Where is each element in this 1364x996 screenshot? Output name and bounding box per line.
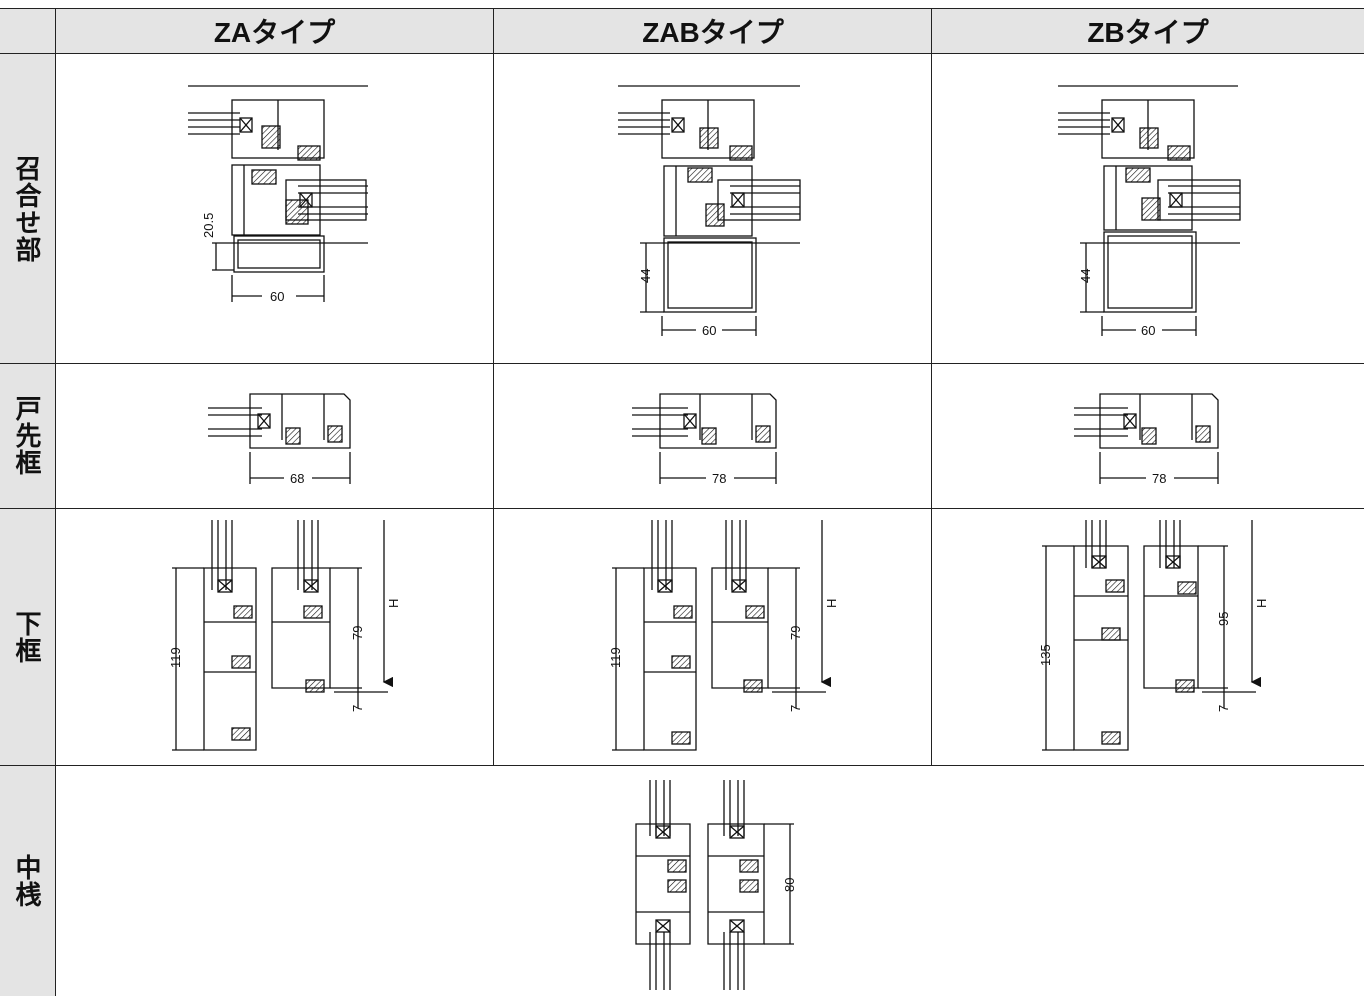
dim-door-edge-zab-width: 78 (712, 471, 726, 486)
dim-meeting-zab-height: 44 (638, 269, 653, 283)
grid-line (0, 765, 1364, 766)
dim-bottom-rail-zab-inner: 79 (788, 626, 803, 640)
column-header-zb: ZBタイプ (932, 8, 1364, 54)
dim-meeting-zab-width: 60 (702, 323, 716, 338)
dim-meeting-za-height: 20.5 (201, 213, 216, 238)
drawing-bottom-rail-za (172, 520, 394, 751)
drawing-bottom-rail-zb (1042, 520, 1262, 751)
drawing-door-edge-zab (632, 393, 777, 484)
row-header-mid-rail: 中桟 (0, 765, 55, 996)
row-header-meeting: 召合せ部 (0, 54, 55, 363)
dim-bottom-rail-za-gap: 7 (350, 705, 365, 712)
column-header-za: ZAタイプ (55, 8, 494, 54)
column-header-zab: ZABタイプ (494, 8, 932, 54)
grid-line (55, 8, 56, 996)
grid-line (493, 8, 494, 765)
dim-bottom-rail-zb-total: 135 (1038, 644, 1053, 666)
dim-mid-rail-height: 80 (782, 878, 797, 892)
drawing-door-edge-za (208, 393, 351, 484)
drawing-meeting-zb (1058, 85, 1241, 336)
dim-bottom-rail-za-h: H (386, 599, 401, 608)
drawing-meeting-zab (618, 85, 801, 336)
dim-door-edge-za-width: 68 (290, 471, 304, 486)
dim-bottom-rail-zb-gap: 7 (1216, 705, 1231, 712)
dim-bottom-rail-zb-h: H (1254, 599, 1269, 608)
drawing-bottom-rail-zab (612, 520, 832, 751)
dim-bottom-rail-zab-gap: 7 (788, 705, 803, 712)
grid-line (931, 8, 932, 765)
dim-bottom-rail-zab-h: H (824, 599, 839, 608)
row-header-bottom-rail: 下框 (0, 508, 55, 765)
dim-meeting-zb-width: 60 (1141, 323, 1155, 338)
dim-meeting-za-width: 60 (270, 289, 284, 304)
row-header-door-edge: 戸先框 (0, 363, 55, 508)
drawing-mid-rail (635, 780, 794, 990)
dim-bottom-rail-za-total: 119 (168, 647, 183, 668)
row-label-door-edge: 戸先框 (12, 395, 42, 476)
header-corner (0, 8, 55, 54)
grid-line (0, 508, 1364, 509)
drawing-door-edge-zb (1074, 393, 1219, 484)
dim-bottom-rail-zb-inner: 95 (1216, 612, 1231, 626)
drawing-meeting-za (188, 85, 368, 302)
row-label-mid-rail: 中桟 (12, 853, 42, 908)
row-label-meeting: 召合せ部 (12, 154, 42, 263)
dim-bottom-rail-zab-total: 119 (608, 647, 623, 668)
grid-line (0, 363, 1364, 364)
dim-bottom-rail-za-inner: 79 (350, 626, 365, 640)
row-label-bottom-rail: 下框 (12, 609, 42, 664)
dim-door-edge-zb-width: 78 (1152, 471, 1166, 486)
dim-meeting-zb-height: 44 (1078, 269, 1093, 283)
